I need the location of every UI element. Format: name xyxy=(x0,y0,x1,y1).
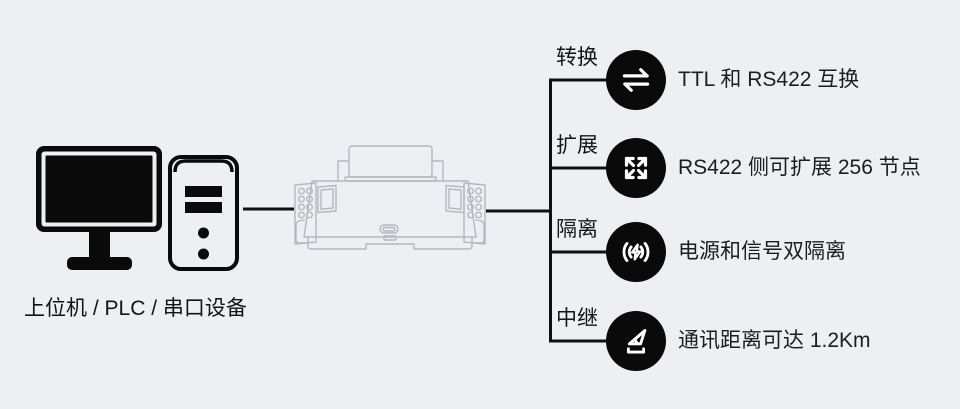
feature-label: 转换 xyxy=(556,46,598,69)
feature-text: 通讯距离可达 1.2Km xyxy=(678,329,871,352)
feature-text: 电源和信号双隔离 xyxy=(678,240,846,263)
monitor-icon xyxy=(36,146,162,270)
din-rail-converter-illustration xyxy=(294,145,486,250)
desktop-computer-icon xyxy=(36,146,239,271)
isolation-signal-icon xyxy=(606,222,666,282)
feature-text: RS422 侧可扩展 256 节点 xyxy=(678,156,921,179)
expand-arrows-icon xyxy=(606,138,666,198)
feature-label: 隔离 xyxy=(556,218,598,241)
feature-label: 中继 xyxy=(556,307,598,330)
feature-text: TTL 和 RS422 互换 xyxy=(678,68,860,91)
tower-icon xyxy=(168,155,239,271)
paper-plane-icon xyxy=(606,311,666,371)
swap-arrows-icon xyxy=(606,50,666,110)
feature-label: 扩展 xyxy=(556,134,598,157)
host-caption: 上位机 / PLC / 串口设备 xyxy=(24,297,247,320)
connector-lines xyxy=(243,78,614,343)
